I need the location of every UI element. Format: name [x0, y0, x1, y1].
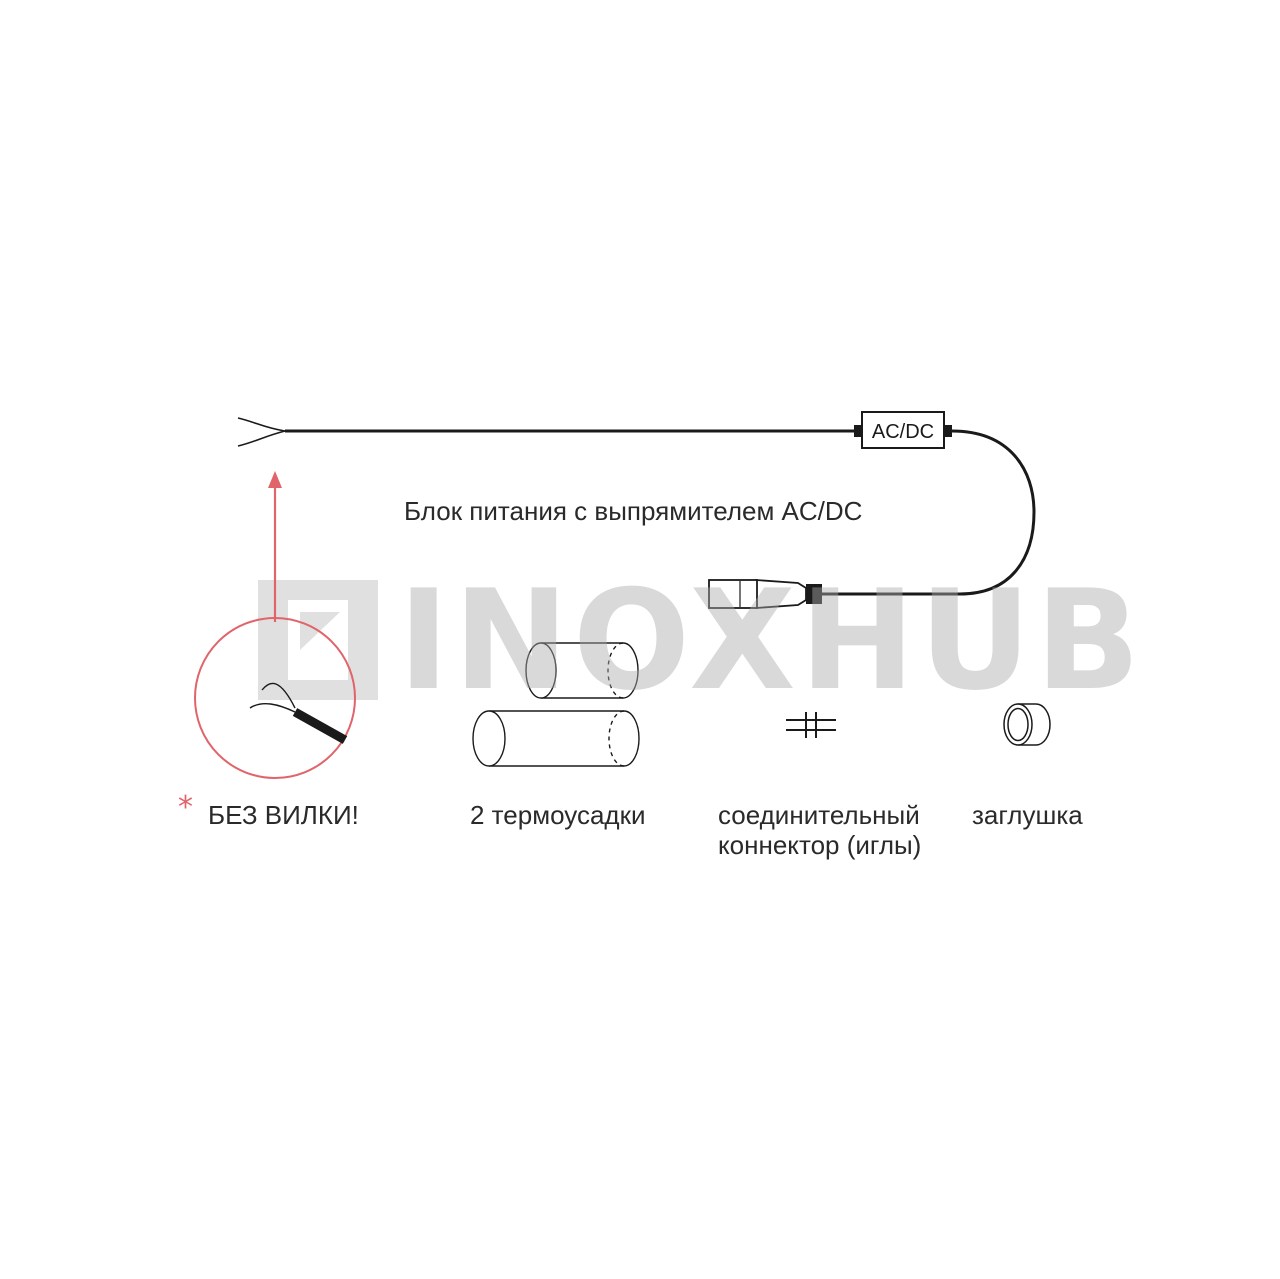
no-plug-caption: БЕЗ ВИЛКИ!	[208, 800, 359, 830]
connector-caption-line2: коннектор (иглы)	[718, 830, 922, 860]
power-supply-caption: Блок питания с выпрямителем AC/DC	[404, 496, 863, 526]
dc-plug-icon	[708, 579, 822, 609]
heatshrink-tubes-icon	[472, 642, 640, 767]
red-arrow-icon	[268, 471, 282, 622]
cable-collar-right	[944, 425, 952, 437]
cable-end-detail-icon	[249, 682, 348, 744]
detail-circle	[194, 617, 356, 779]
connector-caption-line1: соединительный	[718, 800, 920, 830]
stripped-wire-end-icon	[237, 417, 286, 447]
asterisk-marker: *	[178, 790, 193, 825]
heatshrink-caption: 2 термоусадки	[470, 800, 646, 830]
end-cap-icon	[1003, 703, 1051, 746]
connector-pins-icon	[786, 712, 836, 738]
acdc-box-label: AC/DC	[872, 421, 934, 443]
acdc-box	[861, 411, 945, 449]
endcap-caption: заглушка	[972, 800, 1083, 830]
curved-cable	[822, 429, 1036, 596]
cable-collar-left	[854, 425, 862, 437]
watermark-text: INOXHUB	[398, 560, 1145, 721]
